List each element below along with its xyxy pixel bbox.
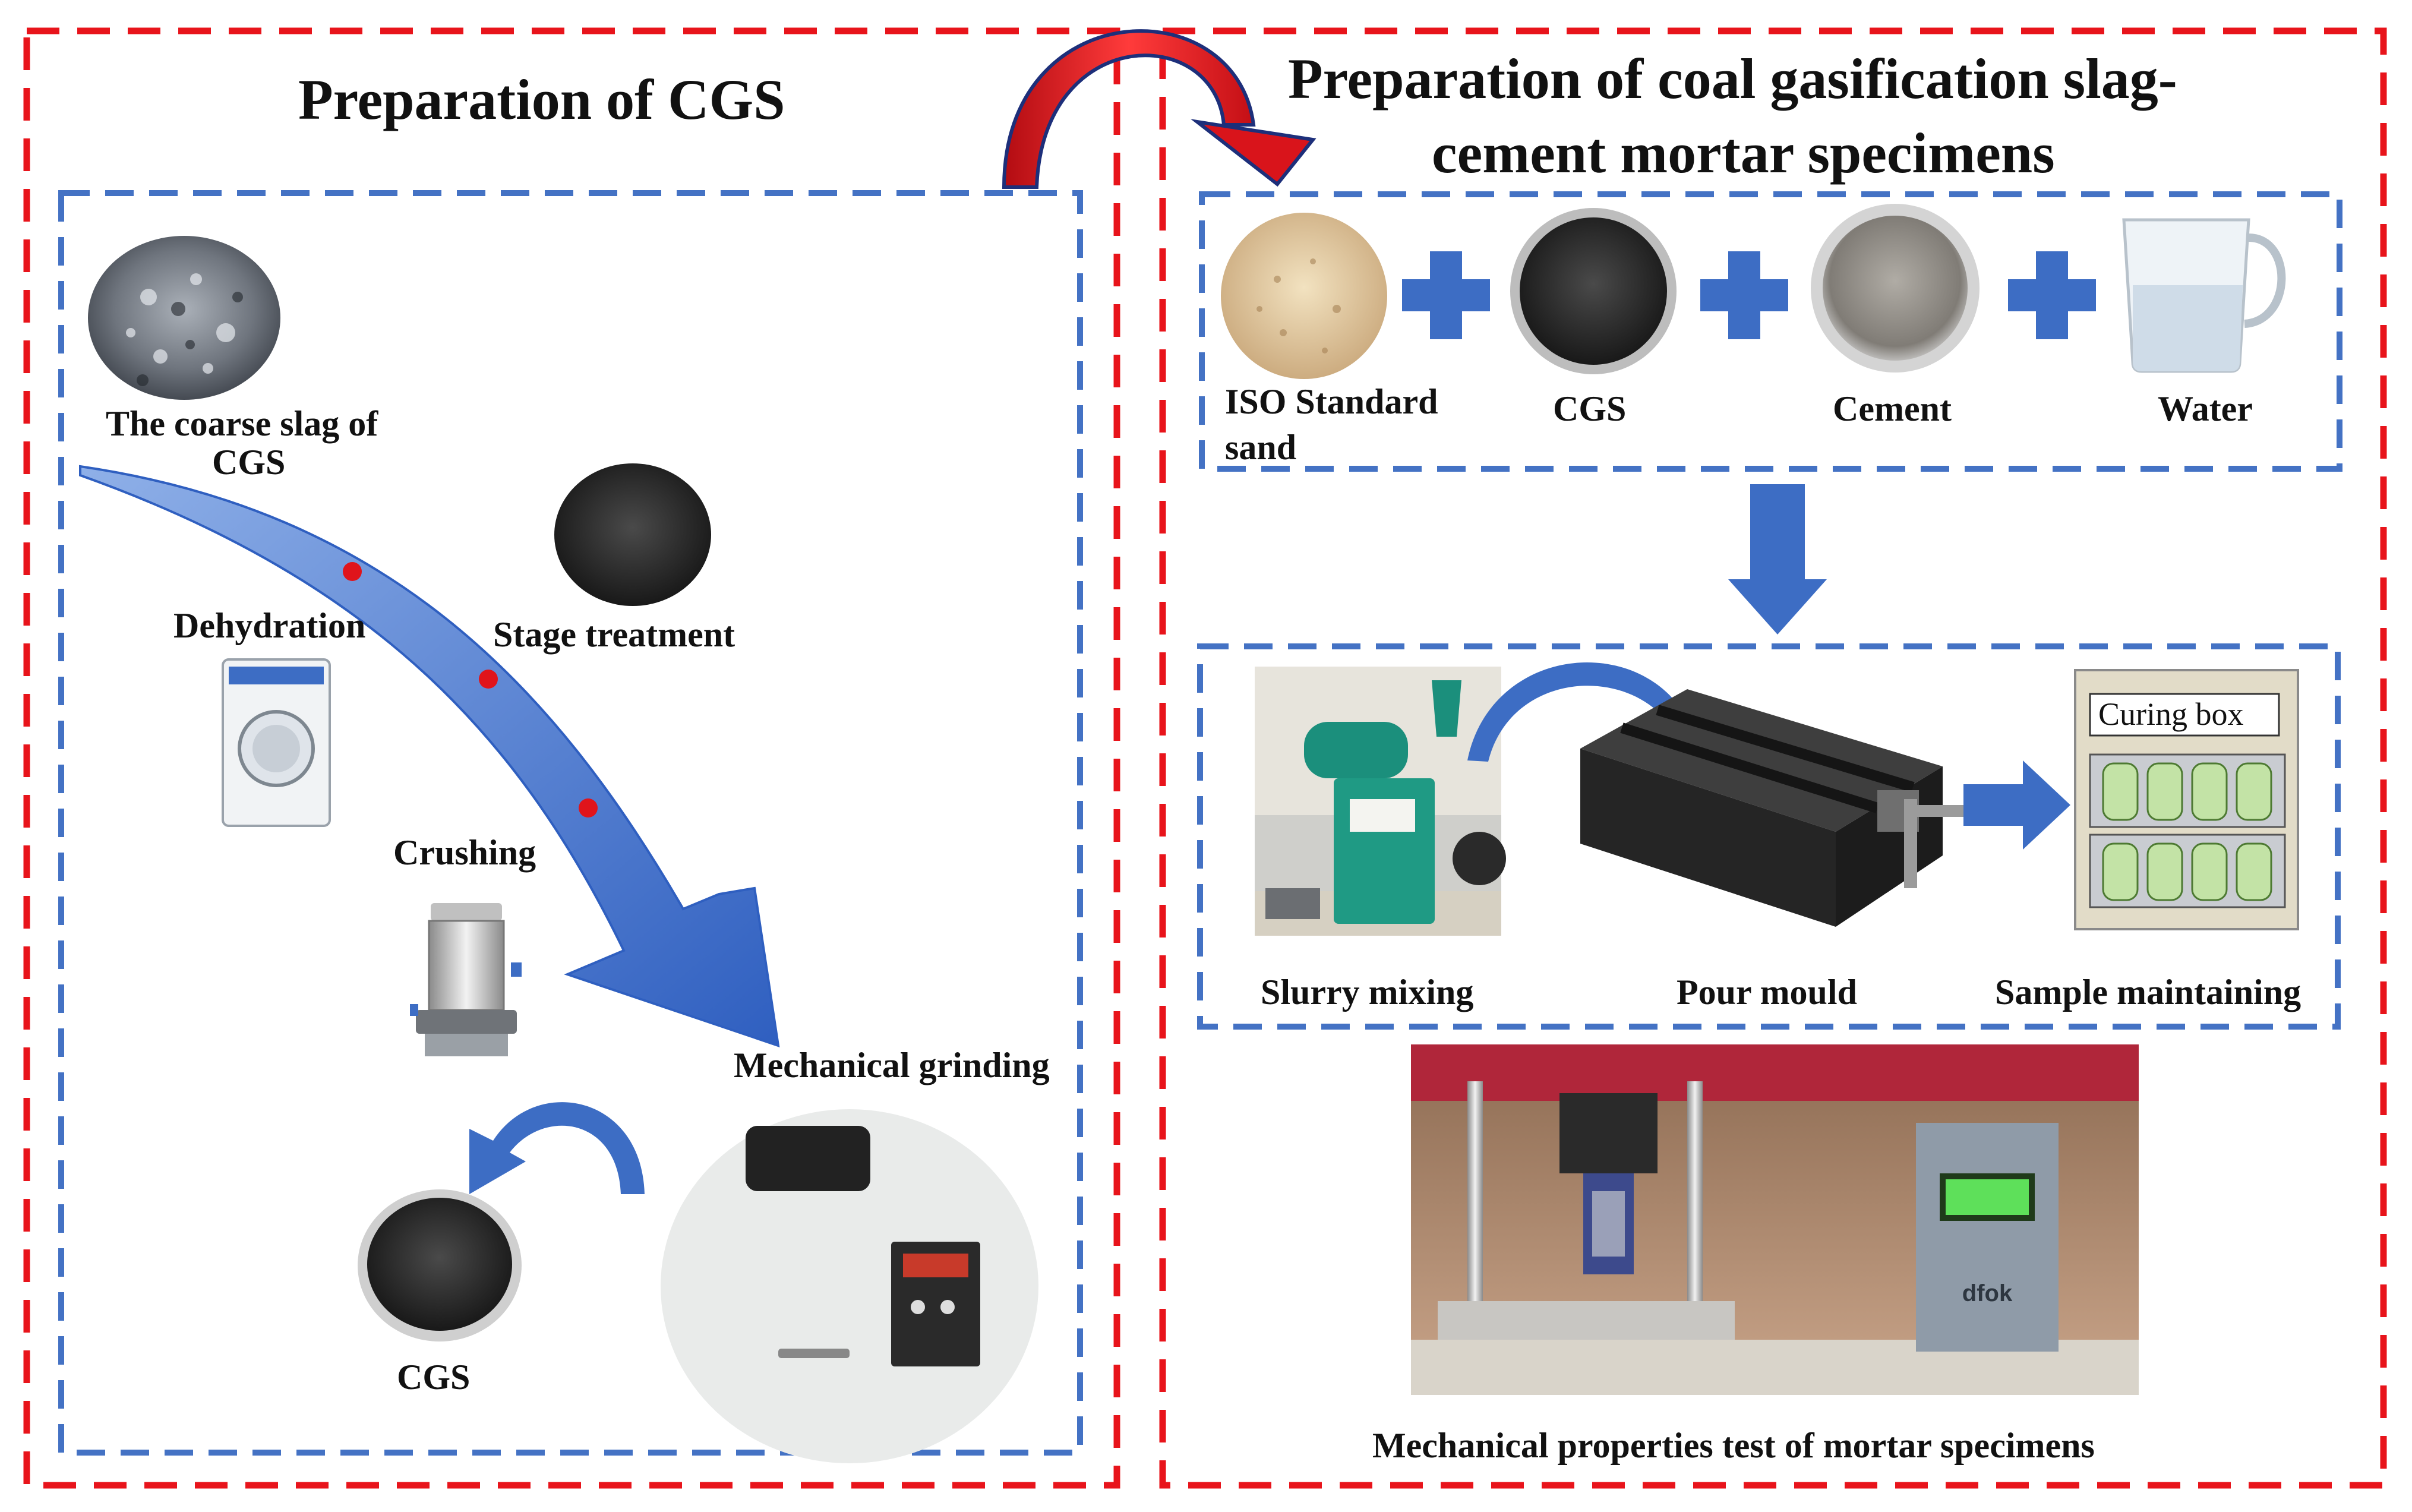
crusher-image bbox=[410, 903, 522, 1056]
curing-box-label: Curing box bbox=[2098, 696, 2244, 732]
coarse-slag-label-line2: CGS bbox=[212, 443, 286, 482]
right-arrow bbox=[1963, 760, 2070, 850]
grinding-machine-image bbox=[661, 1109, 1038, 1463]
cgs-material-label: CGS bbox=[1553, 389, 1627, 428]
cgs-product-label: CGS bbox=[397, 1358, 471, 1397]
left-panel-frame bbox=[23, 27, 1120, 1489]
dehydration-label: Dehydration bbox=[173, 606, 366, 645]
main-flow-arrow bbox=[79, 465, 780, 1047]
sample-maintaining-label: Sample maintaining bbox=[1995, 973, 2301, 1012]
plus-icon bbox=[2008, 251, 2096, 339]
mechanical-grinding-label: Mechanical grinding bbox=[734, 1046, 1050, 1085]
right-panel-title-line2: cement mortar specimens bbox=[1432, 121, 2055, 185]
sand-image bbox=[1221, 213, 1387, 379]
pour-mould-label: Pour mould bbox=[1677, 973, 1857, 1012]
coarse-slag-label-line1: The coarse slag of bbox=[106, 404, 378, 443]
materials-frame bbox=[1199, 191, 2342, 472]
cgs-pan-image bbox=[358, 1189, 522, 1341]
water-label: Water bbox=[2158, 389, 2253, 428]
stage-treatment-image bbox=[554, 463, 711, 606]
machine-brand-label: dfok bbox=[1962, 1280, 2013, 1306]
sand-label-line2: sand bbox=[1225, 428, 1297, 467]
testing-machine-image: dfok bbox=[1411, 1044, 2139, 1395]
coarse-slag-image bbox=[88, 236, 280, 400]
dryer-image bbox=[222, 658, 331, 827]
flow-dot-3 bbox=[579, 798, 598, 817]
slurry-mixer-image bbox=[1255, 667, 1506, 936]
test-caption: Mechanical properties test of mortar spe… bbox=[1372, 1426, 2095, 1465]
crushing-label: Crushing bbox=[393, 833, 536, 872]
pour-arrow bbox=[1467, 662, 1711, 766]
right-panel-frame bbox=[1159, 27, 2387, 1489]
left-inner-frame bbox=[58, 190, 1083, 1456]
flow-dot-2 bbox=[479, 670, 498, 689]
red-curved-arrow bbox=[1002, 29, 1317, 189]
plus-icon bbox=[1402, 251, 1490, 339]
stage-treatment-label: Stage treatment bbox=[493, 615, 735, 654]
curing-box-image bbox=[2074, 669, 2299, 930]
right-panel-title-line1: Preparation of coal gasification slag- bbox=[1288, 47, 2177, 111]
small-blue-arrow bbox=[469, 1102, 645, 1194]
process-frame bbox=[1197, 643, 2341, 1030]
down-arrow bbox=[1728, 484, 1827, 635]
cgs-bowl-image bbox=[1510, 208, 1677, 374]
mould-image bbox=[1580, 689, 1981, 927]
water-beaker-image bbox=[2122, 218, 2286, 373]
left-panel-title: Preparation of CGS bbox=[298, 68, 785, 131]
plus-icon bbox=[1700, 251, 1788, 339]
cement-label: Cement bbox=[1833, 389, 1952, 428]
sand-label-line1: ISO Standard bbox=[1225, 382, 1438, 421]
cement-bowl-image bbox=[1811, 204, 1980, 373]
flow-dot-1 bbox=[343, 562, 362, 581]
slurry-mixing-label: Slurry mixing bbox=[1261, 973, 1474, 1012]
